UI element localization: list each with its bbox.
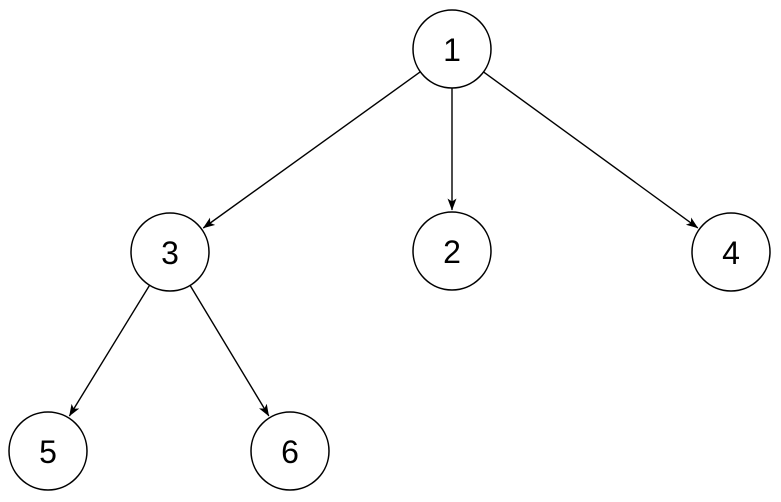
tree-node-label: 2 bbox=[443, 234, 461, 270]
tree-edge-1-3 bbox=[202, 71, 421, 229]
tree-node-circle bbox=[691, 212, 771, 292]
tree-edge-3-5 bbox=[68, 284, 151, 417]
tree-node-label: 3 bbox=[161, 235, 179, 271]
tree-node-2: 2 bbox=[412, 211, 492, 291]
tree-node-circle bbox=[130, 212, 210, 292]
tree-node-3: 3 bbox=[130, 212, 210, 292]
tree-node-circle bbox=[8, 411, 88, 491]
tree-edge-3-6 bbox=[189, 285, 270, 417]
tree-node-circle bbox=[250, 411, 330, 491]
tree-node-label: 5 bbox=[39, 434, 57, 470]
nodes-layer: 1 3 2 4 5 6 bbox=[8, 9, 771, 491]
tree-node-circle bbox=[412, 9, 492, 89]
tree-node-6: 6 bbox=[250, 411, 330, 491]
tree-node-label: 1 bbox=[443, 32, 461, 68]
edges-layer bbox=[68, 71, 699, 417]
tree-node-label: 6 bbox=[281, 434, 299, 470]
tree-node-1: 1 bbox=[412, 9, 492, 89]
tree-node-4: 4 bbox=[691, 212, 771, 292]
tree-node-5: 5 bbox=[8, 411, 88, 491]
tree-node-label: 4 bbox=[722, 235, 740, 271]
tree-node-circle bbox=[412, 211, 492, 291]
tree-edge-1-4 bbox=[483, 71, 699, 229]
